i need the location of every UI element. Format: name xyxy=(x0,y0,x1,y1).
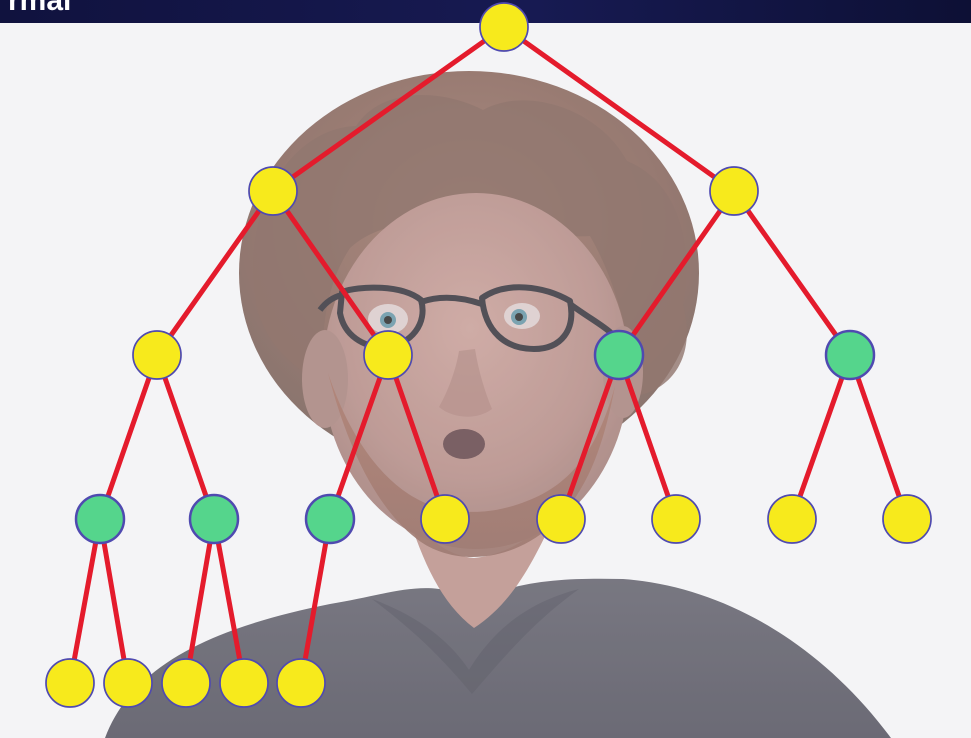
presenter-collar xyxy=(372,589,579,694)
yellow-tree-node xyxy=(103,658,153,708)
green-tree-node xyxy=(824,329,876,381)
presenter-nose xyxy=(439,349,492,417)
yellow-tree-node xyxy=(479,2,529,52)
tree-edge xyxy=(67,516,103,686)
tree-edge xyxy=(731,188,853,358)
tree-edge xyxy=(211,516,247,686)
yellow-tree-node xyxy=(161,658,211,708)
yellow-tree-node xyxy=(651,494,701,544)
slide-title-fragment: rmal xyxy=(8,0,72,17)
tree-edge xyxy=(558,352,622,522)
presenter-hair-curls xyxy=(253,94,687,395)
green-tree-node xyxy=(593,329,645,381)
yellow-tree-node xyxy=(767,494,817,544)
yellow-tree-node xyxy=(420,494,470,544)
tree-edge xyxy=(327,352,391,522)
tree-edge xyxy=(616,188,737,358)
green-tree-node xyxy=(188,493,240,545)
yellow-tree-node xyxy=(248,166,298,216)
tree-edge xyxy=(298,516,333,686)
tree-edge xyxy=(270,188,391,358)
tree-edge xyxy=(847,352,910,522)
presenter-neck xyxy=(407,512,556,628)
tree-edge xyxy=(616,352,679,522)
tree-edge xyxy=(154,188,276,358)
tree-edges xyxy=(67,24,910,686)
yellow-tree-node xyxy=(363,330,413,380)
green-tree-node xyxy=(304,493,356,545)
green-tree-node xyxy=(74,493,126,545)
tree-edge xyxy=(501,24,737,194)
yellow-tree-node xyxy=(276,658,326,708)
yellow-tree-node xyxy=(536,494,586,544)
yellow-tree-node xyxy=(882,494,932,544)
tree-edge xyxy=(154,352,217,522)
tree-edge xyxy=(385,352,448,522)
tree-edge xyxy=(270,24,507,194)
presenter-left-ear xyxy=(302,330,348,428)
yellow-tree-node xyxy=(709,166,759,216)
tree-edge xyxy=(789,352,853,522)
presenter-glasses xyxy=(317,284,614,352)
tree-edge xyxy=(97,516,131,686)
yellow-tree-node xyxy=(45,658,95,708)
yellow-tree-node xyxy=(219,658,269,708)
tree-edge xyxy=(97,352,160,522)
tree-edge xyxy=(183,516,217,686)
presenter-mouth xyxy=(443,429,485,459)
yellow-tree-node xyxy=(132,330,182,380)
tree-nodes xyxy=(45,2,932,708)
